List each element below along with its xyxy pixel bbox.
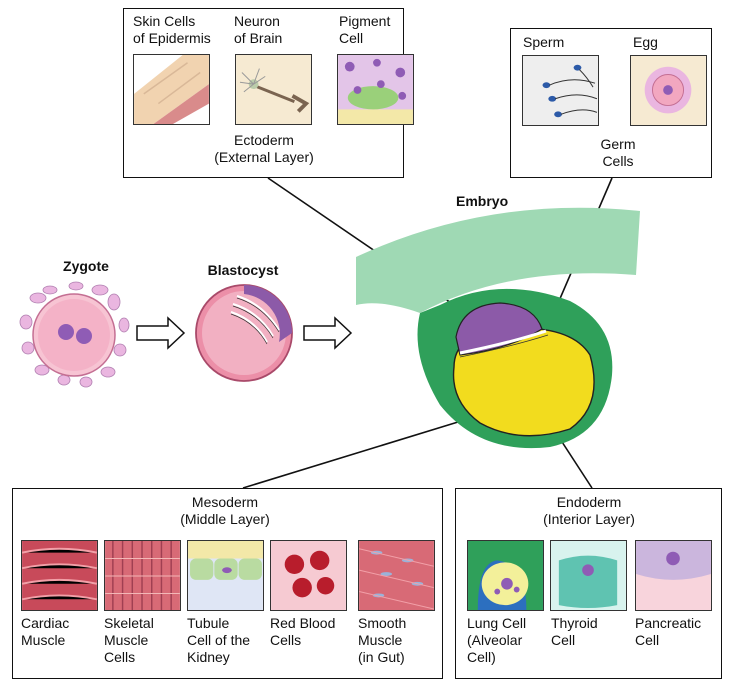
- pancreatic-cell-thumbnail: [635, 540, 712, 611]
- skin-cells-thumbnail: [133, 54, 210, 125]
- mesoderm-connector: [242, 421, 459, 489]
- neuron-thumbnail: [235, 54, 312, 125]
- cardiac-muscle-thumbnail: [21, 540, 98, 611]
- sperm-thumbnail: [522, 55, 599, 126]
- pigment-cell-label: Pigment Cell: [339, 13, 391, 46]
- sperm-label: Sperm: [523, 34, 565, 50]
- cardiac-muscle-label: Cardiac Muscle: [21, 615, 70, 648]
- egg-thumbnail: [630, 55, 707, 126]
- skeletal-muscle-label: Skeletal Muscle Cells: [104, 615, 154, 665]
- pancreatic-cell-label: Pancreatic Cell: [635, 615, 702, 648]
- zygote-label: Zygote: [63, 258, 109, 274]
- red-blood-cells-label: Red Blood Cells: [270, 615, 336, 648]
- arrow-blastocyst-to-embryo: [303, 316, 353, 350]
- thyroid-cell-thumbnail: [550, 540, 627, 611]
- pigment-cell-thumbnail: [337, 54, 414, 125]
- smooth-muscle-thumbnail: [358, 540, 435, 611]
- neuron-label: Neuron of Brain: [234, 13, 283, 46]
- lung-cell-thumbnail: [467, 540, 544, 611]
- thyroid-cell-label: Thyroid Cell: [551, 615, 598, 648]
- blastocyst-illustration: [195, 284, 293, 382]
- skin-cells-label: Skin Cells of Epidermis: [133, 13, 211, 46]
- kidney-tubule-thumbnail: [187, 540, 264, 611]
- arrow-zygote-to-blastocyst: [136, 316, 186, 350]
- ectoderm-title: Ectoderm (External Layer): [214, 132, 314, 165]
- germ-cells-title: Germ Cells: [600, 136, 636, 169]
- endoderm-title: Endoderm (Interior Layer): [543, 494, 635, 527]
- zygote-illustration: [19, 281, 130, 388]
- egg-label: Egg: [633, 34, 658, 50]
- kidney-tubule-label: Tubule Cell of the Kidney: [187, 615, 251, 665]
- smooth-muscle-label: Smooth Muscle (in Gut): [358, 615, 407, 665]
- blastocyst-label: Blastocyst: [207, 262, 279, 278]
- mesoderm-title: Mesoderm (Middle Layer): [180, 494, 270, 527]
- embryo-label: Embryo: [456, 193, 509, 209]
- red-blood-cells-thumbnail: [270, 540, 347, 611]
- embryo-illustration: [356, 207, 640, 449]
- lung-cell-label: Lung Cell (Alveolar Cell): [467, 615, 527, 665]
- skeletal-muscle-thumbnail: [104, 540, 181, 611]
